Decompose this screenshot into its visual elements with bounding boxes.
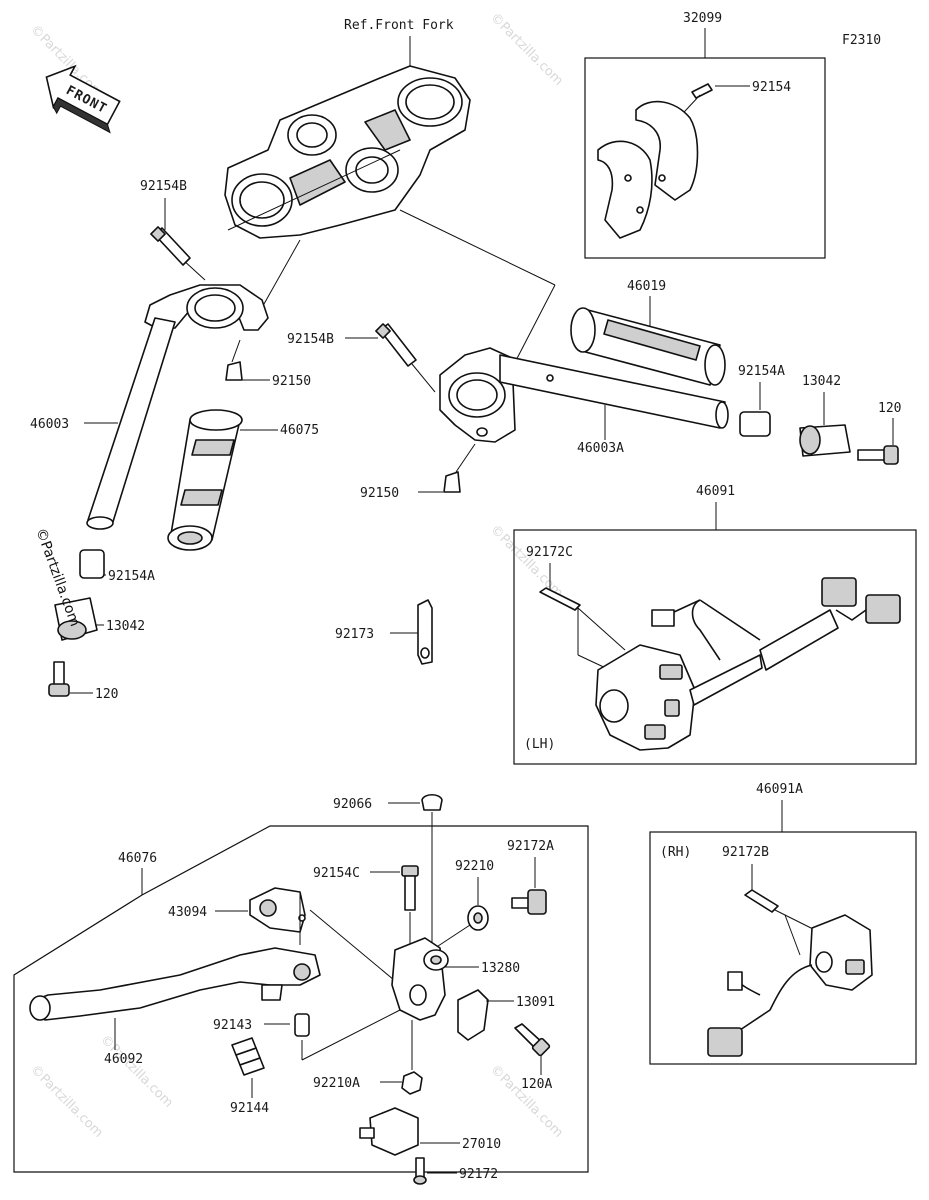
part-number[interactable]: 46091A [756,782,803,797]
part-number[interactable]: 92150 [360,486,399,501]
bolt-92150-right [443,471,461,493]
lever-46092 [29,947,321,1021]
part-number[interactable]: 92144 [230,1101,269,1116]
part-number[interactable]: 120 [95,687,118,702]
watermark: ©Partzilla.com [487,522,566,601]
triple-clamp [224,65,471,239]
right-handlebar-tube [499,354,729,429]
screw-92172C [539,587,581,611]
collar-92143 [294,1013,310,1037]
part-number[interactable]: 27010 [462,1137,501,1152]
part-number[interactable]: 13280 [481,961,520,976]
bolt-92150-left [225,361,243,381]
part-box-lever-assembly [13,825,589,1173]
bolt-92154B-right [375,323,417,367]
part-number[interactable]: 43094 [168,905,207,920]
washer-92210 [467,905,489,931]
screw-92172B [744,889,779,913]
part-number[interactable]: 46076 [118,851,157,866]
part-number[interactable]: 92143 [213,1018,252,1033]
lever-holder-13280 [391,937,449,1021]
part-number[interactable]: 46091 [696,484,735,499]
bolt-120-left [48,661,70,697]
bolt-120-right [857,445,899,465]
ref-front-fork-label: Ref.Front Fork [344,18,454,33]
right-grip [570,307,726,386]
part-number[interactable]: 46003A [577,441,624,456]
bolt-120A [514,1023,551,1057]
bolt-92154B-left [150,226,191,266]
part-number[interactable]: 92173 [335,627,374,642]
part-number[interactable]: 92154 [752,80,791,95]
rh-label: (RH) [660,845,691,860]
watermark: ©Partzilla.com [487,10,566,89]
part-number[interactable]: 13042 [106,619,145,634]
part-number[interactable]: 46075 [280,423,319,438]
watermark: ©Partzilla.com [487,1062,566,1141]
part-number[interactable]: 92172B [722,845,769,860]
leader-line [399,209,556,286]
part-number[interactable]: 92210A [313,1076,360,1091]
bar-end-weight-13042-left [54,597,98,641]
lh-label: (LH) [524,737,555,752]
nut-92210A [401,1071,423,1095]
part-number[interactable]: 92172 [459,1167,498,1182]
part-number[interactable]: 120A [521,1077,552,1092]
part-number[interactable]: 92150 [272,374,311,389]
part-number[interactable]: 92154C [313,866,360,881]
part-number[interactable]: 46019 [627,279,666,294]
part-number[interactable]: 92172C [526,545,573,560]
left-grip [167,409,243,551]
tool-wrench-92173 [417,599,433,665]
bolt-92154C [401,865,419,911]
cap-92066 [421,793,443,811]
part-number[interactable]: 92154A [738,364,785,379]
watermark: ©Partzilla.com [27,1062,106,1141]
part-number[interactable]: 13042 [802,374,841,389]
left-handlebar-clamp [144,284,269,331]
part-number[interactable]: 92154B [140,179,187,194]
part-box-rh-switch [649,831,917,1065]
spring-92144 [231,1037,265,1076]
part-number[interactable]: 92154A [108,569,155,584]
part-number[interactable]: 92172A [507,839,554,854]
watermark: ©Partzilla.com [97,1032,176,1111]
part-number[interactable]: 92154B [287,332,334,347]
part-number[interactable]: 92210 [455,859,494,874]
part-number[interactable]: 13091 [516,995,555,1010]
bar-end-collar-92154A-left [79,549,105,579]
bar-end-weight-13042-right [799,424,851,457]
lh-switch-housing [595,577,901,751]
screw-92172A [511,889,547,915]
rh-switch-housing [707,914,873,1057]
screw-92172 [413,1157,427,1185]
right-handlebar-clamp [439,347,516,443]
figure-code: F2310 [842,33,881,48]
part-number[interactable]: 46092 [104,1052,143,1067]
clamp-13091 [457,989,489,1041]
brake-switch-27010 [359,1107,419,1156]
part-box-lh-switch [513,529,917,765]
part-number[interactable]: 46003 [30,417,69,432]
part-number[interactable]: 32099 [683,11,722,26]
lever-adjuster-43094 [249,887,306,933]
clamp-cover-pair [597,83,713,239]
bar-end-collar-92154A-right [739,411,771,437]
part-number[interactable]: 120 [878,401,901,416]
part-number[interactable]: 92066 [333,797,372,812]
left-handlebar-tube [86,317,176,530]
